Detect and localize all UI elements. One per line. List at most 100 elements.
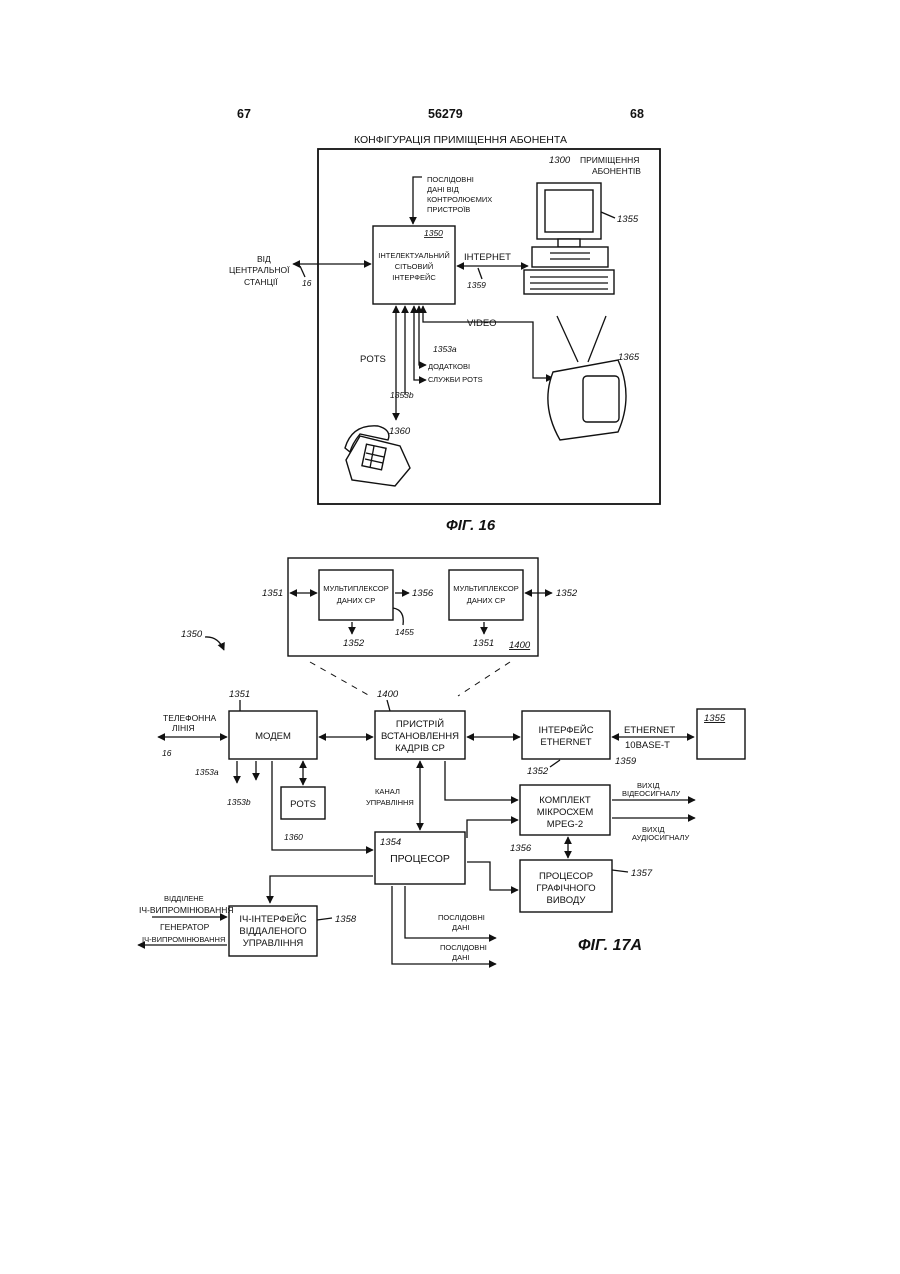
ref-1357-leader [612, 870, 628, 872]
ref-1351-modem: 1351 [229, 689, 250, 700]
ref-1352-inset-bottom: 1352 [343, 638, 365, 649]
mpeg-label-1: КОМПЛЕКТ [539, 795, 591, 806]
extra-services-1: ДОДАТКОВІ [428, 362, 470, 371]
ref-1355-box: 1355 [704, 713, 726, 724]
processor-mpeg-link [467, 820, 518, 838]
nid-label-2: СІТЬОВИЙ [395, 262, 433, 271]
fig16-caption: ФІГ. 16 [446, 517, 496, 534]
ir-out-label-1: ГЕНЕРАТОР [160, 922, 210, 932]
phone-line-label-1: ТЕЛЕФОННА [163, 713, 216, 723]
serial-label-1: ПОСЛІДОВНІ [427, 175, 474, 184]
nid-label-3: ІНТЕРФЕЙС [392, 273, 436, 282]
ref-1400-frame: 1400 [377, 689, 399, 700]
mpeg-label-2: МІКРОСХЕМ [537, 807, 594, 818]
ref-1358: 1358 [335, 914, 357, 925]
ref-1355-fig16: 1355 [617, 214, 639, 225]
serial-out-1-label-2: ДАНІ [452, 923, 470, 932]
from-co-2: ЦЕНТРАЛЬНОЇ [229, 265, 290, 275]
ref-1365: 1365 [618, 352, 640, 363]
ref-16-fig17: 16 [162, 748, 172, 758]
ir-label-1: ІЧ-ІНТЕРФЕЙС [239, 913, 306, 925]
gfx-label-1: ПРОЦЕСОР [539, 871, 593, 882]
ir-label-3: УПРАВЛІННЯ [243, 938, 304, 949]
ref-1351-inset-bottom: 1351 [473, 638, 494, 649]
pots-box-label: POTS [290, 799, 316, 810]
ref-1355-leader [601, 212, 615, 218]
control-label-2: УПРАВЛІННЯ [366, 798, 414, 807]
inset-callout-right [458, 662, 510, 696]
pots-extra-b [414, 306, 426, 380]
premises-label-1: ПРИМІЩЕННЯ [580, 155, 639, 165]
control-label-1: КАНАЛ [375, 787, 400, 796]
inset-callout-left [310, 662, 370, 696]
processor-label: ПРОЦЕСОР [390, 853, 450, 865]
audio-out-label-2: АУДІОСИГНАЛУ [632, 833, 689, 842]
mux-box-2 [449, 570, 523, 620]
frame-mpeg-link [445, 761, 518, 800]
nid-ref: 1350 [424, 228, 443, 238]
serial-label-3: КОНТРОЛЮЄМИХ [427, 195, 492, 204]
fig17a-caption: ФІГ. 17А [578, 937, 642, 954]
eth-if-label-1: ІНТЕРФЕЙС [538, 724, 593, 736]
internet-label: ІНТЕРНЕТ [464, 252, 511, 263]
from-co-1: ВІД [257, 254, 271, 264]
ref-16: 16 [302, 278, 312, 288]
ref-1400-leader [387, 700, 390, 711]
computer-icon [524, 183, 614, 294]
eth-if-label-2: ETHERNET [540, 737, 591, 748]
ref-1357: 1357 [631, 868, 653, 879]
ref-1360-fig17: 1360 [284, 832, 303, 842]
mux1-label-1: МУЛЬТИПЛЕКСОР [323, 584, 389, 593]
mux2-label-1: МУЛЬТИПЛЕКСОР [453, 584, 519, 593]
patent-number: 56279 [428, 107, 463, 121]
video-out-label-2: ВІДЕОСИГНАЛУ [622, 789, 680, 798]
ref-1455: 1455 [395, 627, 414, 637]
phone-line-label-2: ЛІНІЯ [172, 723, 195, 733]
ref-1351-inset: 1351 [262, 588, 283, 599]
serial-label-4: ПРИСТРОЇВ [427, 205, 470, 214]
serial-out-2-label-2: ДАНІ [452, 953, 470, 962]
fig16-title: КОНФІГУРАЦІЯ ПРИМІЩЕННЯ АБОНЕНТА [354, 134, 567, 146]
processor-graphics-link [467, 862, 518, 890]
figure-17a: МУЛЬТИПЛЕКСОР ДАНИХ CP МУЛЬТИПЛЕКСОР ДАН… [138, 558, 745, 964]
page-number-right: 68 [630, 107, 644, 121]
modem-label: МОДЕМ [255, 731, 291, 742]
mux1-label-2: ДАНИХ CP [337, 596, 375, 605]
mux2-label-2: ДАНИХ CP [467, 596, 505, 605]
serial-out-1-arrow [405, 886, 496, 938]
from-co-3: СТАНЦІЇ [244, 277, 278, 287]
ref-1400-inset: 1400 [509, 640, 531, 651]
ethernet-label: ETHERNET [624, 725, 675, 736]
gfx-label-3: ВИВОДУ [547, 895, 587, 906]
ref-1353a-fig16: 1353a [433, 344, 457, 354]
premises-ref: 1300 [549, 155, 571, 166]
gfx-label-2: ГРАФІЧНОГО [536, 883, 595, 894]
serial-out-2-arrow [392, 886, 496, 964]
nid-label-1: ІНТЕЛЕКТУАЛЬНИЙ [378, 251, 449, 260]
video-label: VIDEO [467, 318, 497, 329]
serial-out-1-label-1: ПОСЛІДОВНІ [438, 913, 485, 922]
ref-1359-fig17: 1359 [615, 756, 637, 767]
extra-services-2: СЛУЖБИ POTS [428, 375, 483, 384]
pots-label: POTS [360, 354, 386, 365]
ref-1358-leader [317, 918, 332, 920]
serial-data-arrow [413, 177, 422, 224]
mpeg-label-3: MPEG-2 [547, 819, 583, 830]
ref-1352-eth: 1352 [527, 766, 549, 777]
ref-1352-leader [550, 760, 560, 767]
ir-out-label-2: ІЧ-ВИПРОМІНЮВАННЯ [142, 935, 225, 944]
ref-1353b-fig17: 1353b [227, 797, 251, 807]
serial-out-2-label-1: ПОСЛІДОВНІ [440, 943, 487, 952]
frame-label-3: КАДРІВ CP [395, 743, 445, 754]
ref-1350: 1350 [181, 629, 203, 640]
ref-1350-arrow [205, 637, 224, 650]
premises-label-2: АБОНЕНТІВ [592, 166, 641, 176]
frame-label-1: ПРИСТРІЙ [396, 718, 444, 730]
ir-in-label-2: ІЧ-ВИПРОМІНЮВАННЯ [139, 905, 233, 915]
ref-1353a-fig17: 1353a [195, 767, 219, 777]
ref-1356-fig17: 1356 [510, 843, 532, 854]
ref-1354: 1354 [380, 837, 401, 848]
ir-label-2: ВІДДАЛЕНОГО [239, 926, 306, 937]
base-t-label: 10BASE-T [625, 740, 670, 751]
